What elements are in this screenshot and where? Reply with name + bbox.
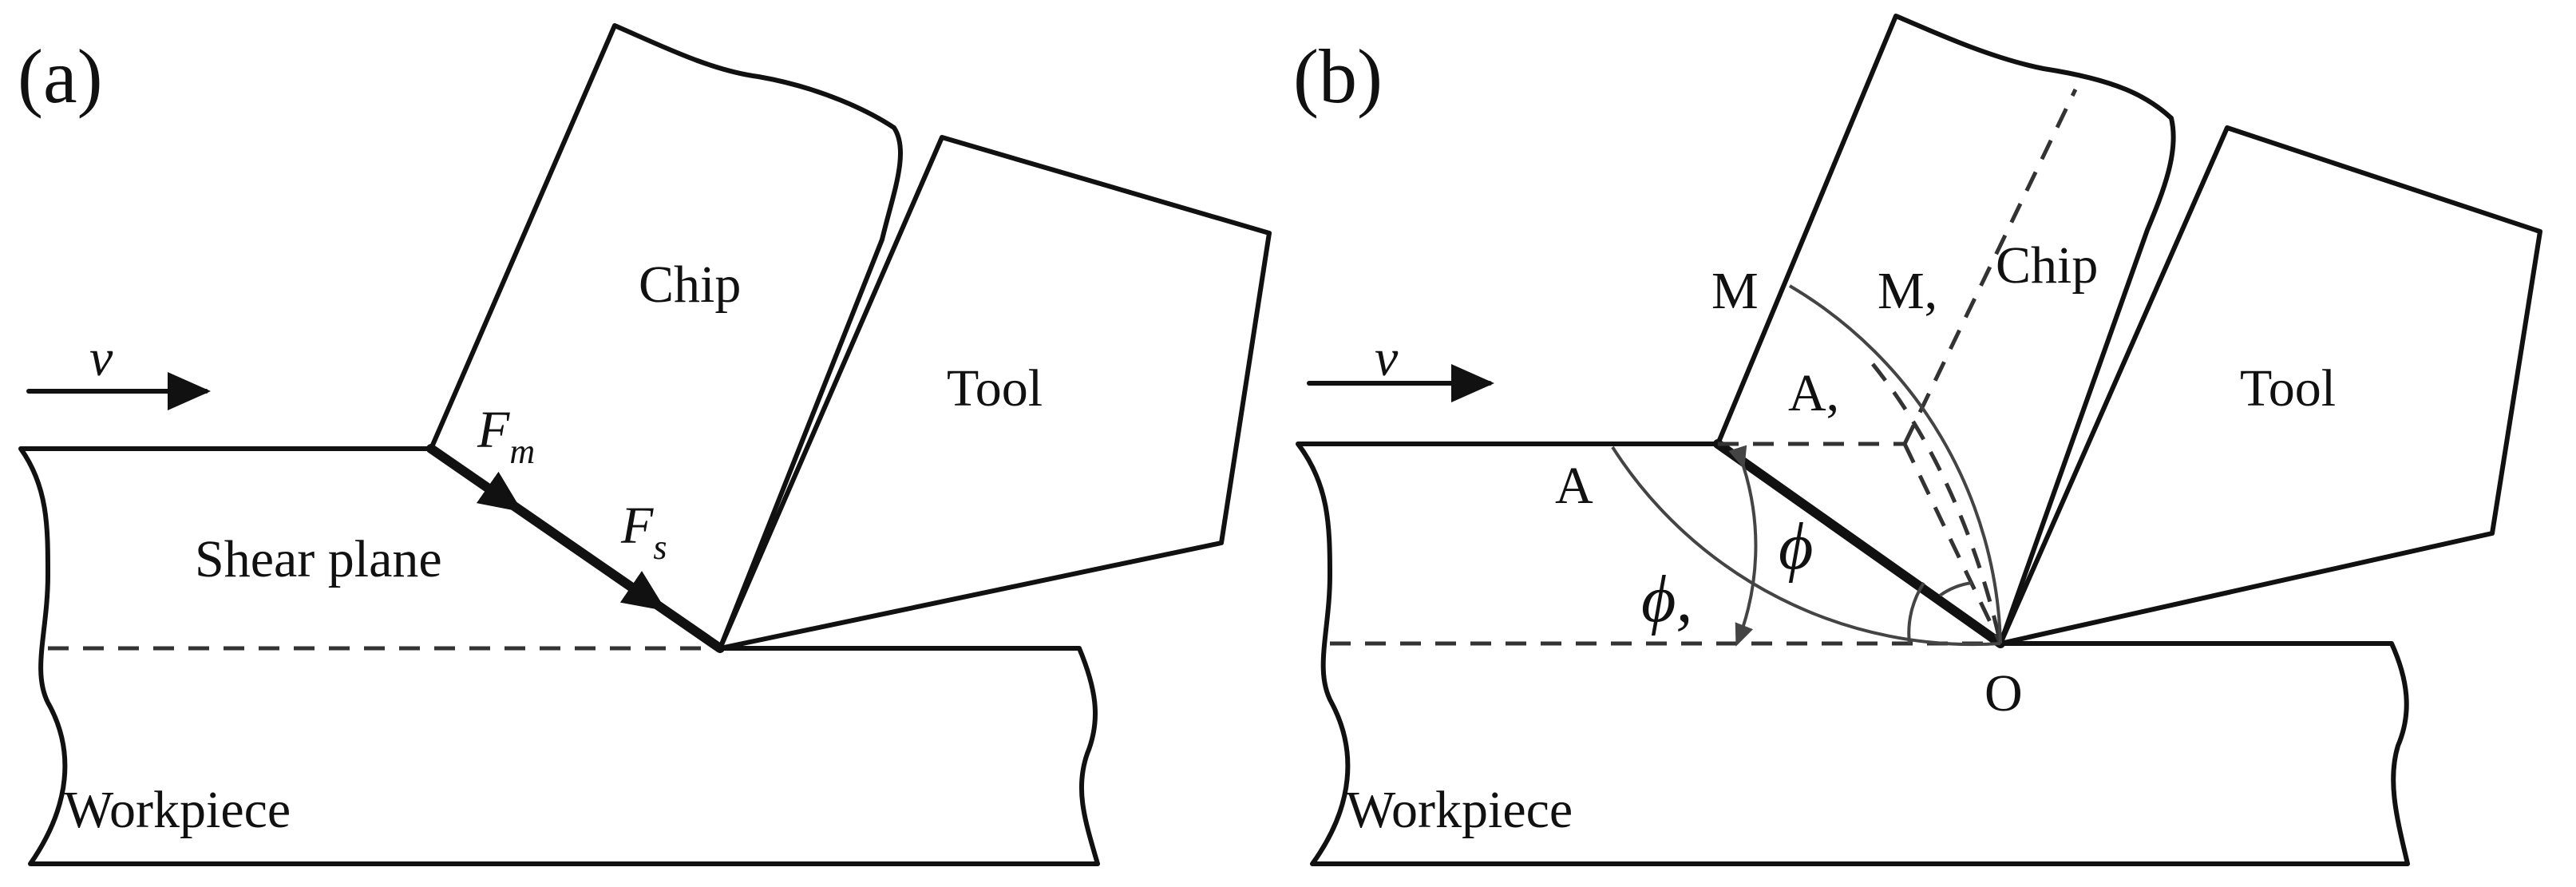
right-angle-arc: [1938, 581, 1973, 597]
point-o-label: O: [1984, 664, 2023, 723]
panel-b-label: (b): [1293, 34, 1383, 119]
force-fm-arrow: [469, 471, 523, 513]
velocity-symbol: v: [89, 329, 113, 387]
panel-b: (b) v Chip Tool Workpiece M M, A, A: [1293, 14, 2542, 866]
dashed-arc: [1871, 362, 2003, 644]
phi-prime-label: ϕ,: [1641, 562, 1692, 636]
phi-label: ϕ: [1779, 509, 1813, 584]
tool-outline: [718, 135, 1272, 651]
panel-a-label: (a): [18, 34, 103, 119]
dashed-line-m-prime: [1902, 88, 2078, 445]
workpiece-label: Workpiece: [1346, 781, 1573, 839]
point-a-label: A: [1555, 457, 1593, 515]
chip-outline: [429, 23, 904, 651]
arc-m: [1788, 284, 2002, 644]
workpiece-label: Workpiece: [64, 781, 291, 839]
tool-label: Tool: [2240, 359, 2336, 418]
force-fs-arrow: [604, 568, 667, 612]
chip-label: Chip: [639, 255, 741, 314]
shear-plane-label: Shear plane: [195, 530, 442, 588]
workpiece-outline: [18, 446, 1100, 866]
small-angle-arc: [1907, 581, 1925, 644]
chip-label: Chip: [1996, 236, 2098, 295]
workpiece-outline: [1296, 442, 2410, 866]
point-a-prime-label: A,: [1788, 364, 1839, 422]
point-m-prime-label: M,: [1878, 262, 1937, 320]
chip-outline: [1715, 14, 2176, 646]
force-fs-label: Fs: [620, 497, 667, 567]
tool-outline: [1998, 125, 2542, 646]
dashed-line-a-prime-o: [1902, 442, 2003, 645]
force-fm-label: Fm: [477, 401, 535, 471]
phi-prime-angle-arc: [1728, 445, 1758, 647]
velocity-symbol: v: [1375, 329, 1399, 387]
shear-plane-line: [1713, 439, 2005, 648]
point-m-label: M: [1711, 262, 1759, 320]
tool-label: Tool: [947, 359, 1043, 418]
arc-a: [1611, 445, 2001, 647]
panel-a: (a) v Chip Tool Shear plane Workpiece Fm…: [18, 23, 1272, 866]
